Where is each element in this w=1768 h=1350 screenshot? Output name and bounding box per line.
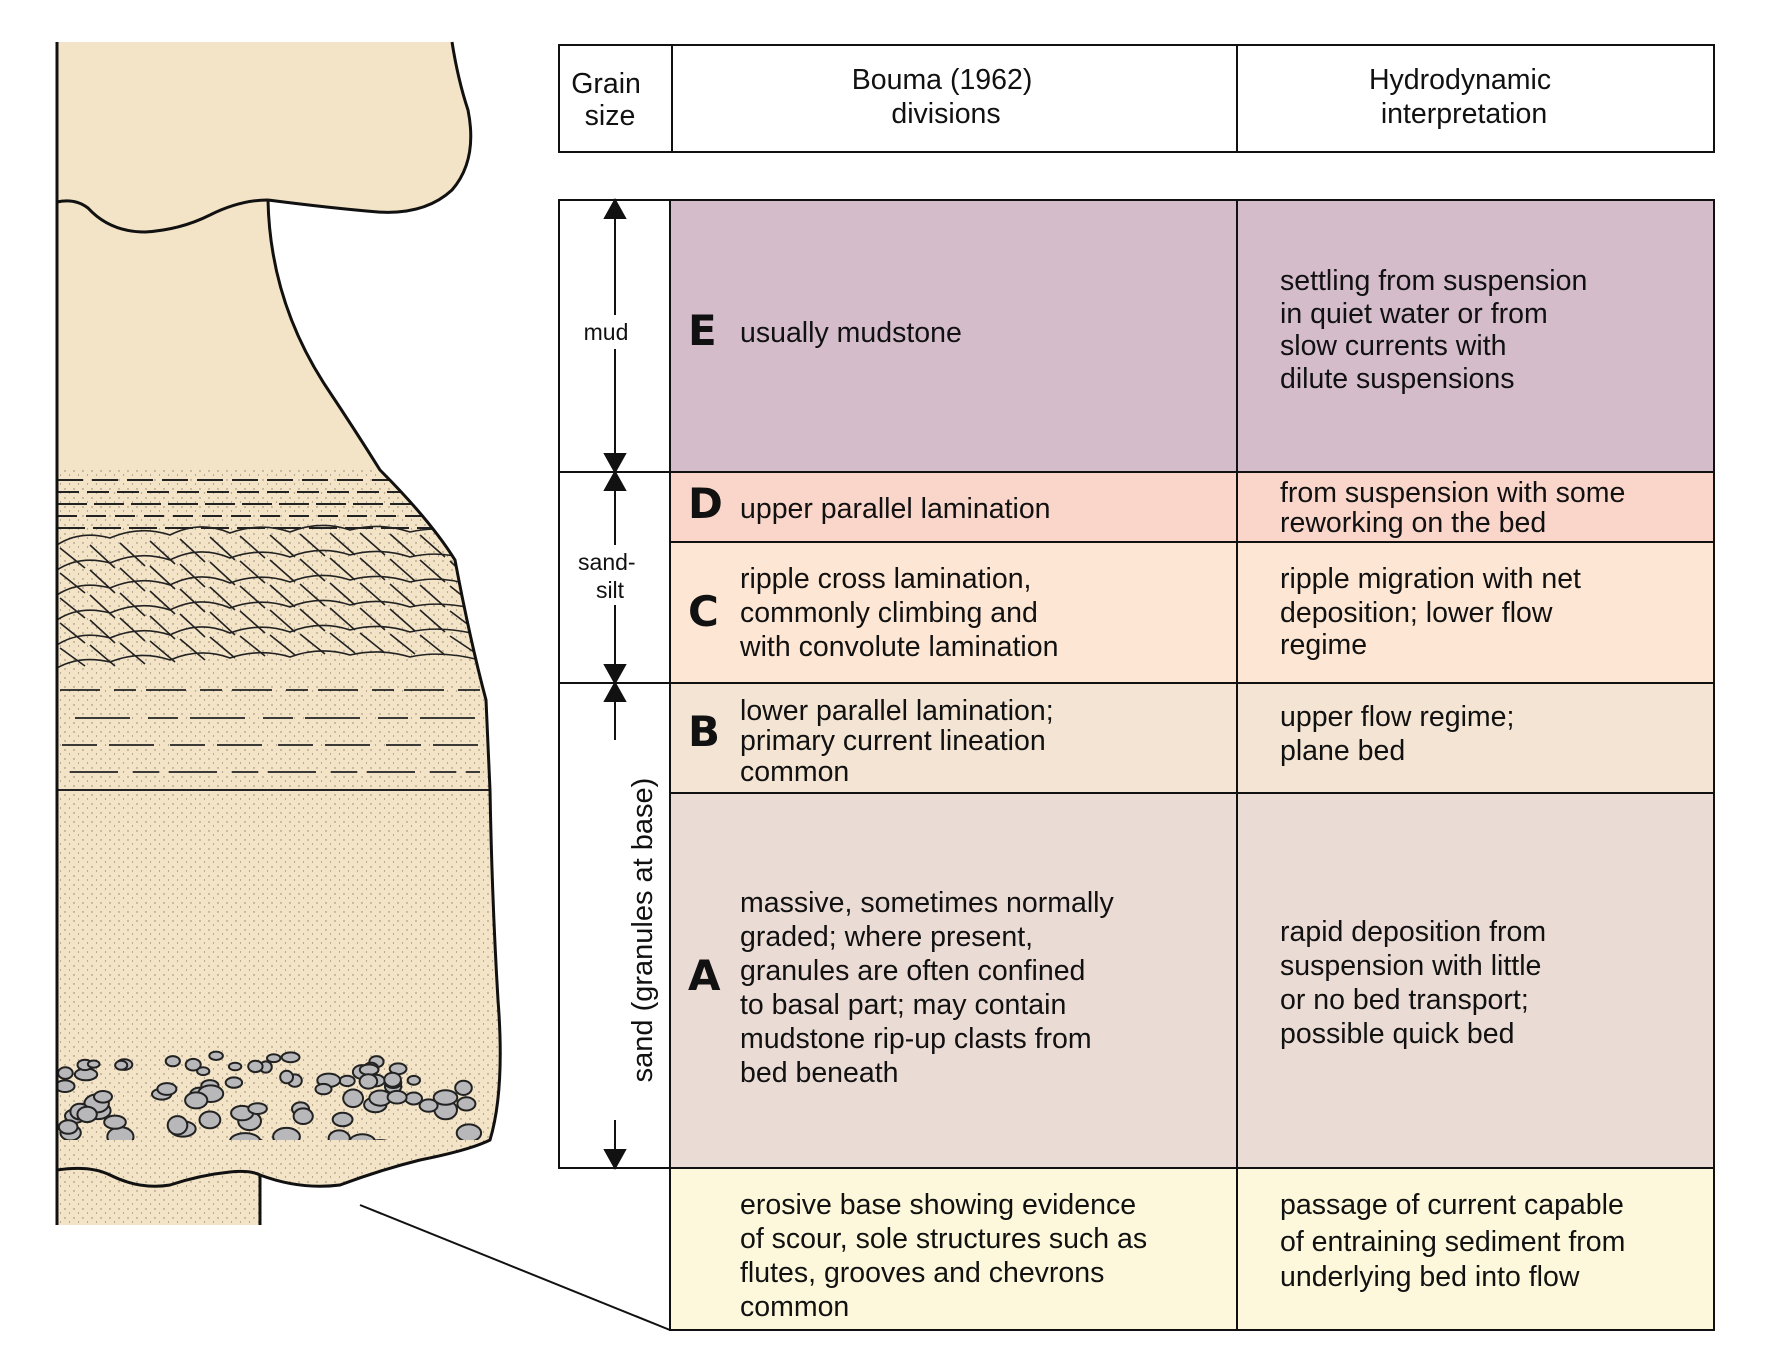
division-letter-c: C xyxy=(688,587,719,636)
division-letter-b: B xyxy=(688,707,720,756)
granule xyxy=(114,1059,129,1071)
division-b-lamination xyxy=(60,689,480,773)
division-e-interpretation: settling from suspension in quiet water … xyxy=(1280,265,1595,395)
base-scour-outline xyxy=(56,1166,261,1188)
granule xyxy=(184,1057,202,1072)
bouma-table: mud sand- silt sand (granules at base) E… xyxy=(558,197,1715,1331)
granule xyxy=(279,1069,295,1085)
division-c-description: ripple cross lamination, commonly climbi… xyxy=(739,563,1058,663)
granule xyxy=(103,1114,127,1130)
division-letter-e: E xyxy=(688,306,717,355)
granule xyxy=(314,1082,333,1096)
granule xyxy=(198,1110,222,1130)
granule xyxy=(247,1059,264,1074)
granule xyxy=(331,1111,354,1128)
granule xyxy=(76,1105,98,1124)
granule xyxy=(228,1132,262,1140)
granules xyxy=(57,1050,483,1140)
row-b-background xyxy=(670,683,1714,793)
base-description: erosive base showing evidence of scour, … xyxy=(740,1189,1155,1323)
granule xyxy=(208,1050,224,1062)
granule xyxy=(196,1066,211,1077)
granule xyxy=(348,1133,377,1140)
granule xyxy=(164,1055,181,1068)
granule xyxy=(224,1076,244,1089)
row-base-background xyxy=(670,1168,1714,1330)
division-a-description: massive, sometimes normally graded; wher… xyxy=(740,887,1122,1089)
row-a-background xyxy=(670,793,1714,1168)
division-c-interpretation: ripple migration with net deposition; lo… xyxy=(1280,563,1589,661)
granule xyxy=(418,1098,439,1113)
header-divisions: Bouma (1962) divisions xyxy=(852,64,1041,130)
header-grain-size: Grain size xyxy=(571,68,649,132)
granule xyxy=(166,1115,189,1136)
granule xyxy=(383,1071,402,1088)
division-b-description: lower parallel lamination; primary curre… xyxy=(740,695,1062,788)
granule xyxy=(292,1107,314,1125)
division-e-description: usually mudstone xyxy=(740,317,962,349)
granule xyxy=(57,1066,74,1080)
granule xyxy=(247,1102,268,1115)
granule xyxy=(156,1082,178,1096)
header-interpretation: Hydrodynamic interpretation xyxy=(1369,64,1559,130)
granule xyxy=(86,1059,101,1069)
grain-size-mud: mud xyxy=(584,319,629,345)
base-interpretation: passage of current capable of entraining… xyxy=(1280,1189,1633,1293)
division-a-interpretation: rapid deposition from suspension with li… xyxy=(1280,916,1554,1050)
granule xyxy=(338,1074,356,1088)
granule xyxy=(454,1079,473,1097)
granule xyxy=(57,1079,76,1093)
grain-size-sand: sand (granules at base) xyxy=(627,778,659,1083)
granule xyxy=(57,1119,79,1135)
division-b-interpretation: upper flow regime; plane bed xyxy=(1280,701,1522,767)
granule xyxy=(272,1126,301,1140)
granule xyxy=(184,1091,209,1110)
division-c-ripples xyxy=(57,524,481,669)
division-d-description: upper parallel lamination xyxy=(740,493,1051,525)
row-e-background xyxy=(670,200,1714,472)
granule xyxy=(455,1123,483,1140)
granule xyxy=(93,1090,113,1104)
granule xyxy=(227,1061,243,1072)
granule xyxy=(456,1096,477,1112)
granule xyxy=(432,1089,459,1106)
granule xyxy=(342,1088,365,1109)
grain-size-sand-silt: sand- silt xyxy=(578,549,642,603)
granule xyxy=(386,1089,408,1105)
row-c-background xyxy=(670,542,1714,683)
row-d-background xyxy=(670,472,1714,542)
granule xyxy=(266,1053,282,1064)
base-connector-line xyxy=(359,1204,671,1331)
upper-bed-outline xyxy=(267,41,473,214)
mud-layer xyxy=(57,42,471,470)
bed-right-outline xyxy=(259,199,502,1188)
granule xyxy=(280,1051,301,1064)
division-letter-a: A xyxy=(688,951,721,1000)
sedimentary-column xyxy=(55,41,671,1331)
mud-top-outline xyxy=(56,198,269,234)
division-letter-d: D xyxy=(688,479,723,528)
granule xyxy=(358,1073,379,1090)
division-d-interpretation: from suspension with some reworking on t… xyxy=(1280,477,1633,539)
header-table: Grain size Bouma (1962) divisions Hydrod… xyxy=(558,44,1715,153)
granule xyxy=(406,1074,421,1086)
